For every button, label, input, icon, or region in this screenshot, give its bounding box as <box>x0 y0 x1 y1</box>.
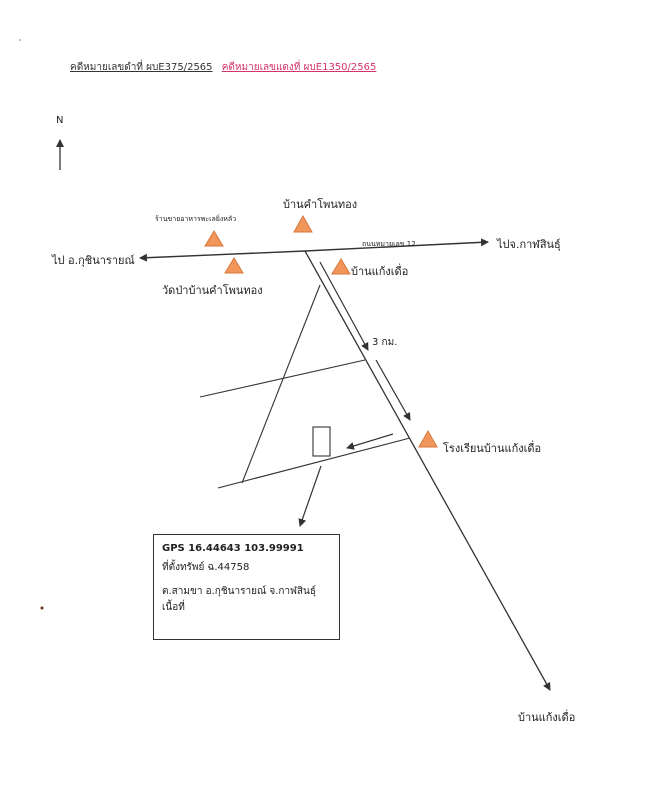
shop-landmark-icon <box>204 230 224 247</box>
label-ban-kaeng-end: บ้านแก้งเดื่อ <box>518 711 576 724</box>
label-school: โรงเรียนบ้านแก้งเดื่อ <box>443 442 542 455</box>
property-access-arrow <box>346 433 394 450</box>
route-arrow-lower <box>375 359 411 421</box>
label-to-west: ไป อ.กุชินารายณ์ <box>52 254 135 267</box>
label-distance: 3 กม. <box>372 337 398 348</box>
label-shop: ร้านขายอาหารพะเลยิ่งหลัว <box>155 215 237 223</box>
property-area: เนื้อที่ <box>162 602 185 613</box>
case-number-red: คดีหมายเลขแดงที่ ผบE1350/2565 <box>221 62 377 73</box>
cross-road-lower <box>217 437 411 489</box>
label-ban-kaeng: บ้านแก้งเดื่อ <box>351 265 409 278</box>
property-info-arrow <box>298 465 322 527</box>
stray-mark <box>19 39 21 41</box>
property-info-box: GPS 16.44643 103.99991 ที่ตั้งทรัพย์ ฉ.4… <box>153 534 340 640</box>
highway-12-east-arrow <box>304 238 489 252</box>
north-label: N <box>56 115 64 126</box>
school-landmark-icon <box>418 429 438 448</box>
cross-road-upper <box>199 359 366 398</box>
wat-landmark-icon <box>224 257 244 274</box>
label-to-east: ไปจ.กาฬสินธุ์ <box>497 238 561 251</box>
property-plot <box>312 426 331 457</box>
gps-coordinates: GPS 16.44643 103.99991 <box>162 543 304 554</box>
branch-road <box>241 284 321 484</box>
case-header: คดีหมายเลขดำที่ ผบE375/2565 คดีหมายเลขแด… <box>70 60 376 75</box>
ban-kaeng-landmark-icon <box>331 258 351 275</box>
label-ban-kham-phon: บ้านคำโพนทอง <box>283 198 358 211</box>
highway-12-west-arrow <box>139 250 306 262</box>
label-road-number: ถนนหมายเลข 12 <box>362 240 416 248</box>
label-wat: วัดป่าบ้านคำโพนทอง <box>162 284 263 297</box>
case-number-black: คดีหมายเลขดำที่ ผบE375/2565 <box>70 62 213 73</box>
route-arrow-upper <box>319 261 369 351</box>
stray-mark <box>40 606 44 610</box>
main-diagonal-road <box>304 250 551 691</box>
ban-kham-phon-landmark-icon <box>293 214 313 233</box>
deed-number: ที่ตั้งทรัพย์ ฉ.44758 <box>162 562 250 573</box>
property-address: ต.สามขา อ.กุชินารายณ์ จ.กาฬสินธุ์ <box>162 586 316 597</box>
